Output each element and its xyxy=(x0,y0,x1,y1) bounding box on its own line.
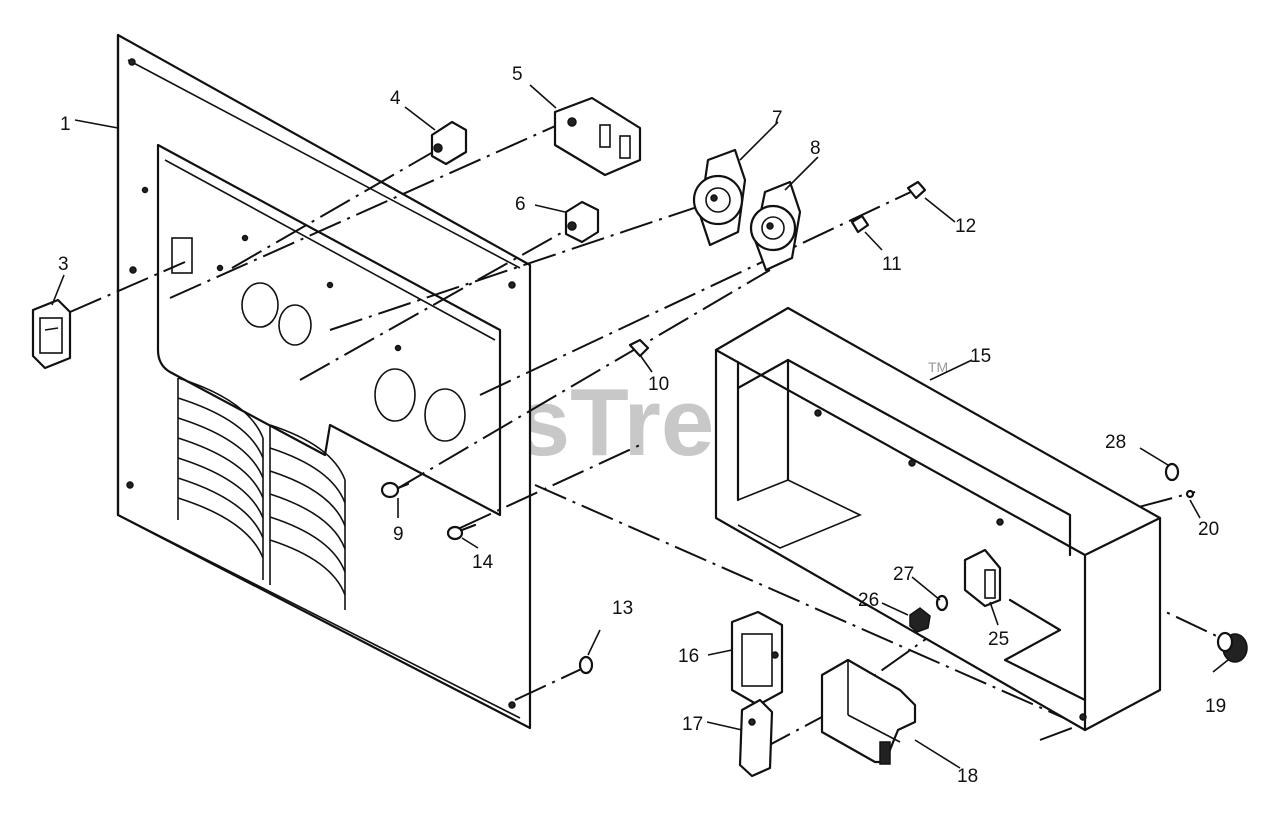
callout-26: 26 xyxy=(858,590,879,611)
part-11-nut[interactable] xyxy=(850,214,870,234)
callout-20: 20 xyxy=(1198,519,1219,540)
callout-5: 5 xyxy=(512,64,523,85)
callout-labels: 1 3 4 5 6 7 8 9 10 11 12 13 14 15 16 17 … xyxy=(58,64,1226,787)
part-3-switch[interactable] xyxy=(31,298,72,370)
callout-9: 9 xyxy=(393,524,404,545)
part-15-housing[interactable] xyxy=(714,306,1162,732)
callout-4: 4 xyxy=(390,88,401,109)
callout-6: 6 xyxy=(515,194,526,215)
callout-11: 11 xyxy=(882,254,902,275)
callout-7: 7 xyxy=(772,108,783,129)
part-6-connector[interactable] xyxy=(564,200,600,244)
callout-1: 1 xyxy=(60,114,71,135)
callout-27: 27 xyxy=(893,564,914,585)
part-13-washer[interactable] xyxy=(578,655,594,675)
leader-lines xyxy=(51,84,1229,769)
callout-15: 15 xyxy=(970,346,991,367)
watermark-trademark: TM xyxy=(928,359,948,375)
part-8-receptacle[interactable] xyxy=(749,180,802,272)
callout-14: 14 xyxy=(472,552,494,573)
part-7-receptacle[interactable] xyxy=(692,148,747,247)
part-1-control-panel[interactable] xyxy=(116,33,532,730)
part-9-screw[interactable] xyxy=(380,481,410,499)
part-14-screw[interactable] xyxy=(446,523,477,541)
callout-19: 19 xyxy=(1205,696,1226,717)
part-4-connector[interactable] xyxy=(430,120,468,166)
part-25-switch[interactable] xyxy=(963,548,1002,608)
callout-16: 16 xyxy=(678,646,699,667)
callout-10: 10 xyxy=(648,374,669,395)
part-5-terminal-block[interactable] xyxy=(553,96,642,177)
callout-28: 28 xyxy=(1105,432,1126,453)
part-20-pin[interactable] xyxy=(1185,489,1195,499)
part-26-nut[interactable] xyxy=(909,607,931,633)
part-10-nut[interactable] xyxy=(628,338,650,358)
part-16-module[interactable] xyxy=(730,610,784,707)
part-17-bracket[interactable] xyxy=(738,698,774,778)
callout-17: 17 xyxy=(682,714,703,735)
part-19-knob[interactable] xyxy=(1216,631,1248,663)
callout-12: 12 xyxy=(955,216,976,237)
part-28-washer[interactable] xyxy=(1164,462,1180,482)
callout-13: 13 xyxy=(612,598,633,619)
callout-25: 25 xyxy=(988,629,1009,650)
callout-3: 3 xyxy=(58,254,69,275)
part-18-breaker[interactable] xyxy=(820,658,917,765)
assembly-lines xyxy=(69,114,1226,751)
part-12-nut[interactable] xyxy=(906,180,927,200)
callout-8: 8 xyxy=(810,138,821,159)
callout-18: 18 xyxy=(957,766,978,787)
